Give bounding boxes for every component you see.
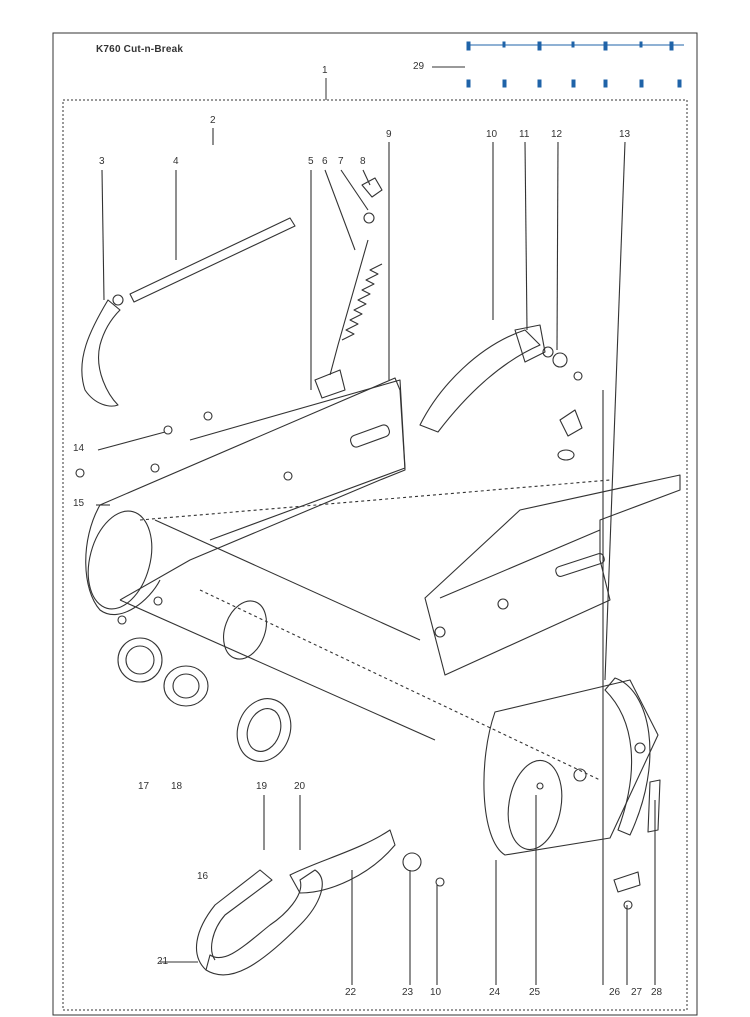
outer-frame: [52, 32, 698, 1016]
callout-27: 27: [631, 987, 643, 998]
leader-7: [340, 169, 369, 211]
bracket-part: [81, 299, 121, 407]
leader-11: [524, 141, 528, 331]
callout-6: 6: [322, 156, 328, 167]
fasteners: [75, 411, 646, 910]
nut-part: [117, 637, 163, 683]
leader-14: [97, 431, 166, 451]
leader-8: [362, 169, 371, 186]
callout-1: 1: [322, 65, 328, 76]
assembly-boundary: [62, 99, 688, 1011]
leader-3: [101, 169, 105, 301]
blade-guard-part: [419, 329, 541, 433]
callout-9: 9: [386, 129, 392, 140]
drive-belt-part: [205, 869, 323, 976]
leader-6: [324, 169, 356, 251]
callout-24: 24: [489, 987, 501, 998]
callout-5: 5: [308, 156, 314, 167]
seal-ring-part: [236, 698, 292, 762]
callout-18: 18: [171, 781, 183, 792]
callout-29: 29: [413, 61, 425, 72]
callout-14: 14: [73, 443, 85, 454]
callout-23: 23: [402, 987, 414, 998]
handle-lever-part: [289, 829, 396, 894]
guard-top-edge: [99, 377, 406, 601]
callout-22: 22: [345, 987, 357, 998]
callout-10-bottom: 10: [430, 987, 442, 998]
bearing-part: [163, 665, 209, 707]
page-title: K760 Cut-n-Break: [96, 44, 184, 55]
cutting-arm-part: [424, 474, 681, 676]
callout-2: 2: [210, 115, 216, 126]
callout-10-top: 10: [486, 129, 498, 140]
callout-26: 26: [609, 987, 621, 998]
callout-19: 19: [256, 781, 268, 792]
callout-17: 17: [138, 781, 150, 792]
spring-part: [341, 263, 383, 341]
callout-15: 15: [73, 498, 85, 509]
callout-11: 11: [519, 129, 530, 140]
lower-guard-part: [483, 679, 659, 856]
callout-4: 4: [173, 156, 179, 167]
callout-7: 7: [338, 156, 344, 167]
callout-3: 3: [99, 156, 105, 167]
leader-12: [556, 141, 559, 351]
rod-part: [129, 217, 296, 303]
callout-13: 13: [619, 129, 631, 140]
callout-21: 21: [157, 956, 169, 967]
callout-8: 8: [360, 156, 366, 167]
callout-28: 28: [651, 987, 663, 998]
callout-20: 20: [294, 781, 306, 792]
callout-16: 16: [197, 871, 209, 882]
guard-left-opening: [87, 510, 153, 610]
callout-12: 12: [551, 129, 563, 140]
header-marks: [466, 41, 684, 88]
leader-13: [604, 141, 626, 681]
callout-25: 25: [529, 987, 541, 998]
